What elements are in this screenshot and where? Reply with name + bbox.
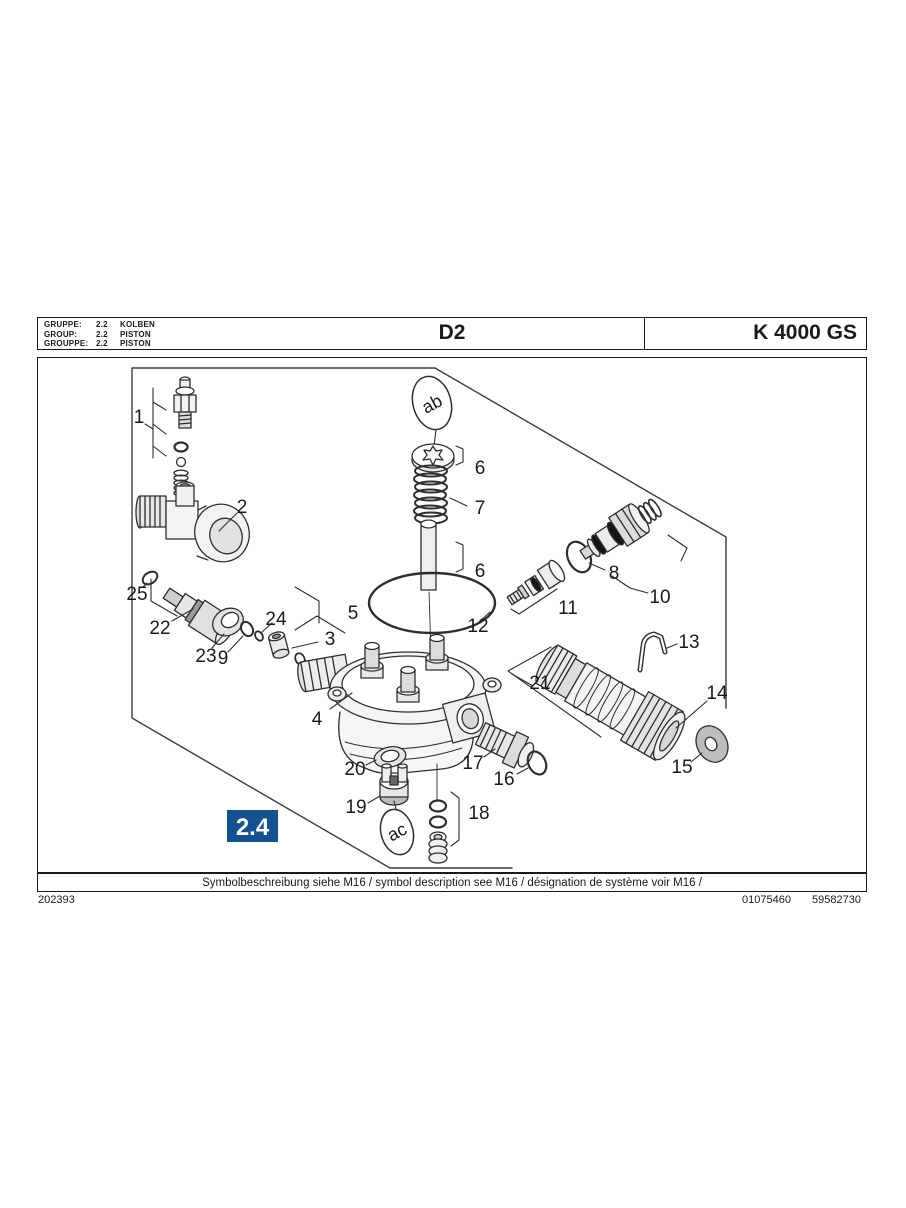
part-19-drawing [367, 763, 409, 806]
part-label-22: 22 [149, 618, 170, 639]
part-17-drawing [474, 722, 535, 769]
reference-number-2: 59582730 [812, 894, 861, 906]
part-label-16: 16 [493, 769, 514, 790]
part-label-4: 4 [312, 709, 323, 730]
part-label-18: 18 [468, 803, 489, 824]
part-2-drawing [135, 481, 320, 624]
part-label-13: 13 [678, 632, 699, 653]
part-label-7: 7 [475, 498, 486, 519]
group-row-en: GROUP: 2.2 PISTON [44, 329, 151, 339]
part-25-drawing [141, 570, 159, 588]
part-21-drawing [507, 644, 708, 761]
part-16-drawing [516, 750, 548, 776]
part-4-drawing [297, 633, 502, 801]
part-3-drawing [267, 615, 346, 666]
group-row-de: GRUPPE: 2.2 KOLBEN [44, 320, 155, 329]
symbol-note: Symbolbeschreibung siehe M16 / symbol de… [202, 876, 702, 889]
reference-number-1: 01075460 [742, 894, 791, 906]
part-11-drawing [506, 559, 566, 615]
part-label-3: 3 [325, 629, 336, 650]
part-label-2: 2 [237, 497, 248, 518]
part-label-23: 23 [195, 646, 216, 667]
part-label-11: 11 [558, 598, 578, 619]
part-20-drawing [365, 746, 407, 768]
pump-pistons [360, 633, 449, 703]
part-24-drawing [254, 622, 273, 642]
part-13-drawing [637, 631, 678, 673]
part-label-10: 10 [649, 587, 670, 608]
model-name: K 4000 GS [753, 321, 857, 344]
part-label-14: 14 [706, 683, 728, 704]
footer-bar: Symbolbeschreibung siehe M16 / symbol de… [37, 873, 867, 892]
view-ref-ac [379, 800, 415, 856]
part-label-6a: 6 [475, 458, 486, 479]
section-badge [227, 810, 278, 842]
part-7-spring-drawing [413, 464, 468, 525]
part-label-8: 8 [609, 563, 620, 584]
view-ref-ab [411, 375, 453, 447]
part-label-17: 17 [462, 753, 483, 774]
section-badge-label: 2.4 [236, 814, 270, 841]
document-number: 202393 [38, 894, 75, 906]
part-18-drawing [428, 791, 460, 864]
part-label-1: 1 [134, 407, 145, 428]
header-divider [644, 318, 645, 349]
part-label-20: 20 [344, 759, 365, 780]
part-label-6b: 6 [475, 561, 486, 582]
part-23-drawing [211, 607, 244, 649]
diagram-frame [131, 367, 727, 869]
part-label-5: 5 [348, 603, 359, 624]
part-10-drawing [579, 498, 688, 594]
group-id-block: GRUPPE: 2.2 KOLBEN GROUP: 2.2 PISTON GRO… [44, 320, 155, 349]
part-label-19: 19 [345, 797, 366, 818]
part-12-drawing [367, 571, 497, 635]
part-9-drawing [227, 620, 255, 653]
part-label-12: 12 [467, 616, 488, 637]
part-label-21: 21 [529, 673, 550, 694]
part-15-drawing [690, 725, 729, 763]
part-label-25: 25 [126, 584, 147, 605]
group-row-fr: GROUPPE: 2.2 PISTON [44, 339, 151, 349]
header-box: GRUPPE: 2.2 KOLBEN GROUP: 2.2 PISTON GRO… [37, 317, 867, 350]
part-1-drawing [144, 376, 197, 522]
page-code: D2 [438, 321, 466, 344]
part-label-24: 24 [265, 609, 287, 630]
part-label-15: 15 [671, 757, 692, 778]
part-label-9: 9 [218, 648, 229, 669]
